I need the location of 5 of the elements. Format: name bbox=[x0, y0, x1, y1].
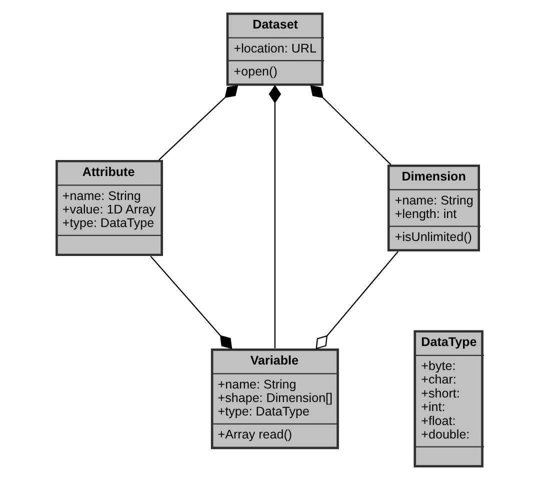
connector bbox=[315, 251, 398, 350]
connector bbox=[158, 85, 238, 160]
connector bbox=[150, 256, 232, 349]
connector bbox=[268, 84, 281, 348]
connector bbox=[310, 85, 391, 165]
